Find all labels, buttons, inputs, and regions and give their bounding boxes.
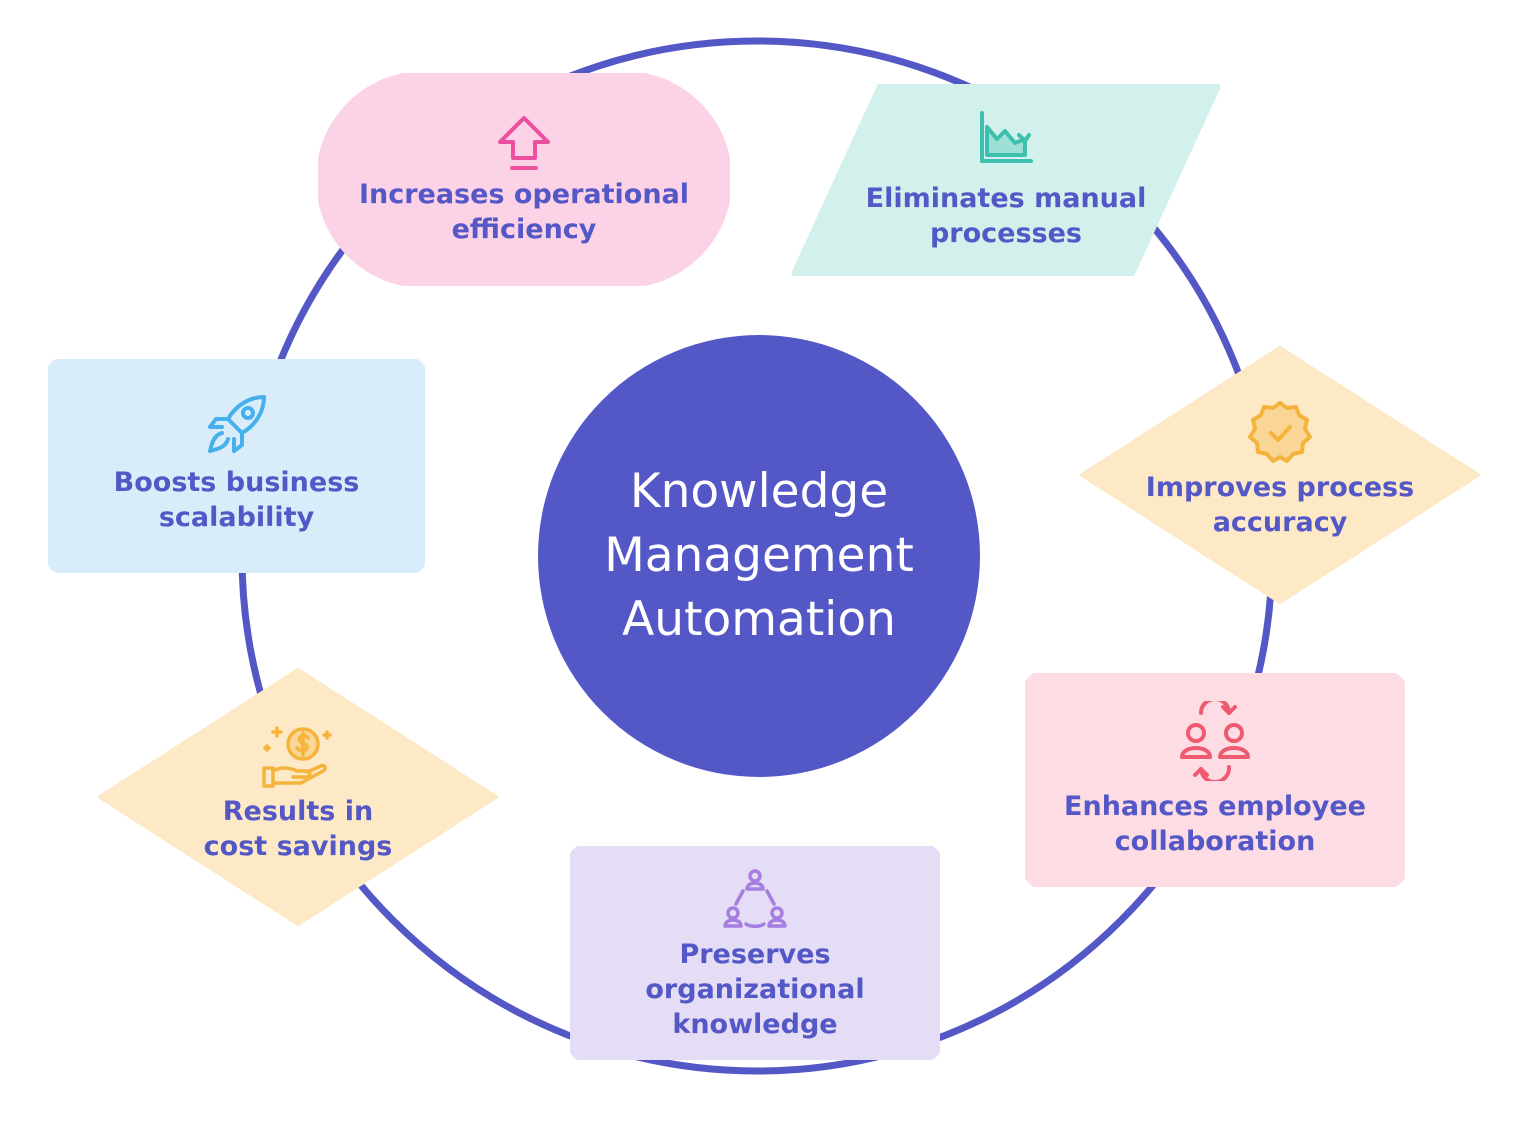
coin-hand-icon bbox=[262, 726, 332, 788]
parallelogram-shape bbox=[792, 84, 1220, 276]
item-label: Enhances employee collaboration bbox=[1064, 791, 1366, 857]
network-people-icon bbox=[723, 868, 787, 928]
upload-arrow-icon bbox=[498, 115, 550, 170]
item-process-accuracy: Improves process accuracy bbox=[1080, 346, 1480, 604]
item-cost-savings: Results in cost savings bbox=[98, 668, 498, 926]
rounded-rectangle-shape bbox=[48, 359, 425, 573]
item-business-scalability: Boosts business scalability bbox=[48, 359, 425, 573]
central-topic-line: Management bbox=[604, 528, 914, 583]
item-label: Results in cost savings bbox=[203, 796, 393, 862]
rounded-rectangle-shape bbox=[570, 846, 940, 1060]
item-label: Eliminates manual processes bbox=[865, 183, 1147, 249]
central-topic: Knowledge Management Automation bbox=[538, 335, 980, 777]
item-label: Increases operational efficiency bbox=[358, 178, 690, 245]
item-manual-processes: Eliminates manual processes bbox=[792, 84, 1220, 276]
item-label: Boosts business scalability bbox=[113, 467, 360, 533]
item-label: Preserves organizational knowledge bbox=[645, 938, 865, 1040]
central-topic-line: Automation bbox=[622, 592, 896, 647]
people-exchange-icon bbox=[1180, 701, 1250, 781]
item-organizational-knowledge: Preserves organizational knowledge bbox=[570, 846, 940, 1060]
declining-chart-icon bbox=[980, 111, 1033, 163]
diamond-shape bbox=[98, 668, 498, 926]
central-topic-line: Knowledge bbox=[629, 464, 889, 519]
item-operational-efficiency: Increases operational efficiency bbox=[318, 73, 730, 286]
item-employee-collaboration: Enhances employee collaboration bbox=[1025, 673, 1405, 887]
verified-badge-icon bbox=[1248, 401, 1312, 463]
pill-shape bbox=[318, 73, 730, 286]
diamond-shape bbox=[1080, 346, 1480, 604]
rocket-icon bbox=[207, 395, 266, 453]
rounded-rectangle-shape bbox=[1025, 673, 1405, 887]
item-label: Improves process accuracy bbox=[1145, 472, 1415, 538]
